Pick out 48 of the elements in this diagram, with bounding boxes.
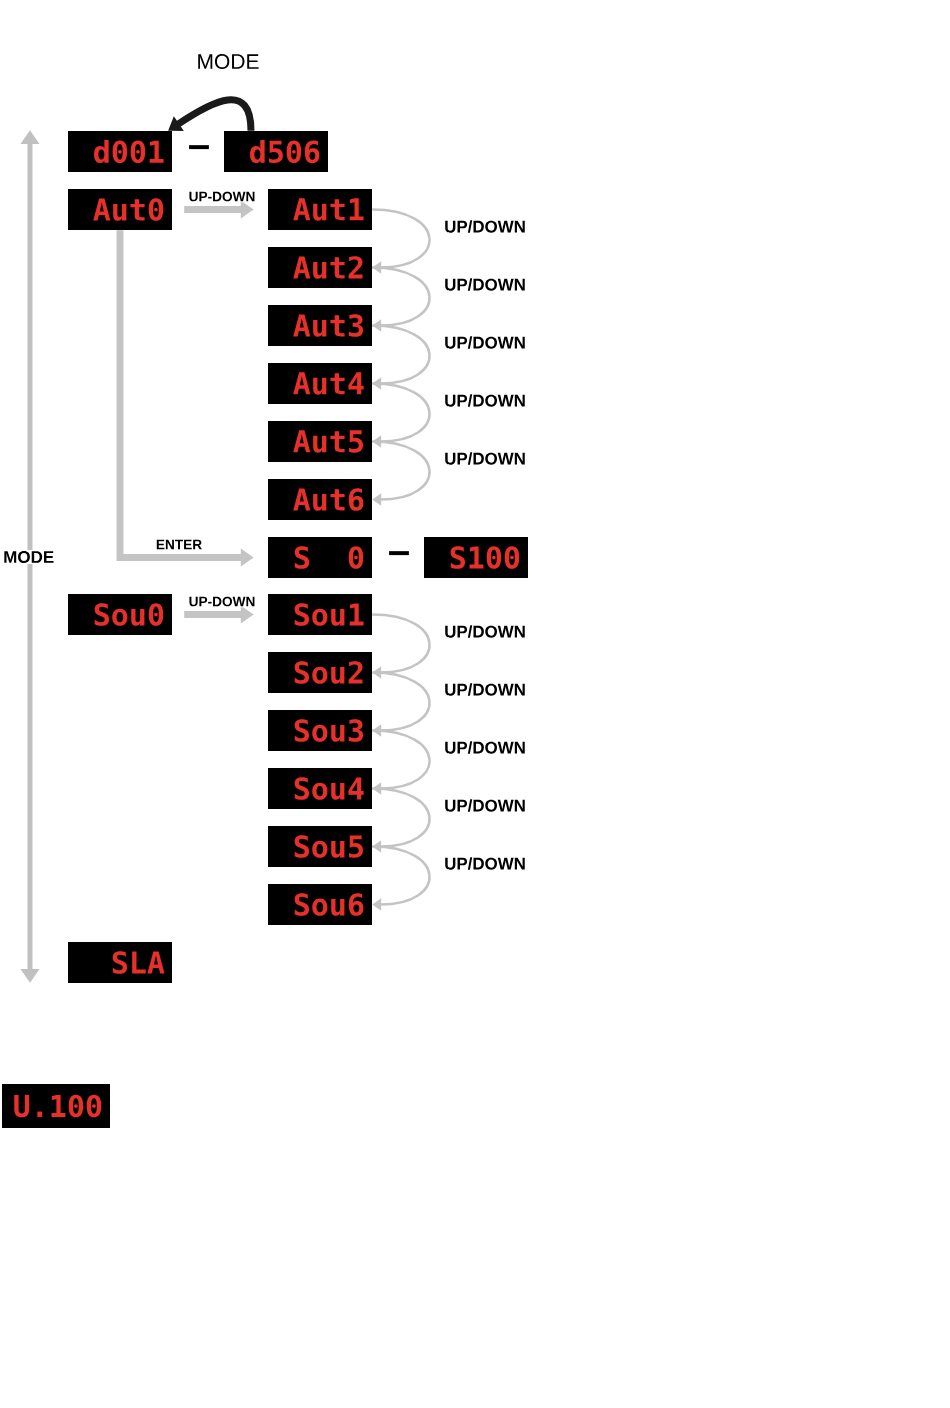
led-display: d001 [68, 131, 172, 172]
arrow [372, 613, 431, 679]
arrow [372, 208, 431, 274]
led-display: Aut1 [268, 189, 372, 230]
edge-label: UP/DOWN [443, 335, 527, 350]
led-display: Aut6 [268, 479, 372, 520]
mode-label: MODE [2, 550, 56, 565]
led-display: Sou6 [268, 884, 372, 925]
arrow [372, 671, 431, 737]
led-display: Aut0 [68, 189, 172, 230]
led-display: SLA [68, 942, 172, 983]
edge-label: UP/DOWN [443, 740, 527, 755]
range-dash: – [189, 145, 209, 150]
led-display: Sou2 [268, 652, 372, 693]
edge-label: ENTER [154, 538, 204, 551]
led-display: Sou4 [268, 768, 372, 809]
edge-label: UP/DOWN [443, 624, 527, 639]
edge-label: UP/DOWN [443, 856, 527, 871]
arrow [372, 440, 431, 506]
edge-label: UP/DOWN [443, 682, 527, 697]
edge-label: UP-DOWN [187, 190, 257, 203]
arrow [372, 845, 431, 911]
edge-label: MODE [195, 53, 261, 70]
led-display: Aut5 [268, 421, 372, 462]
led-display: Aut4 [268, 363, 372, 404]
edge-label: UP/DOWN [443, 277, 527, 292]
led-display: Sou0 [68, 594, 172, 635]
arrow [168, 96, 255, 132]
edge-label: UP/DOWN [443, 798, 527, 813]
range-dash: – [389, 551, 409, 556]
edge-label: UP/DOWN [443, 219, 527, 234]
led-display: Aut3 [268, 305, 372, 346]
led-display: Sou5 [268, 826, 372, 867]
led-display: Sou3 [268, 710, 372, 751]
led-display: S 0 [268, 537, 372, 578]
led-display: U.100 [2, 1084, 110, 1128]
led-display: Aut2 [268, 247, 372, 288]
led-display: Sou1 [268, 594, 372, 635]
arrow [372, 382, 431, 448]
arrow [372, 729, 431, 795]
edge-label: UP-DOWN [187, 595, 257, 608]
arrow [372, 787, 431, 853]
edge-label: UP/DOWN [443, 393, 527, 408]
arrow [372, 324, 431, 390]
arrow [372, 266, 431, 332]
led-display: d506 [224, 131, 328, 172]
edge-label: UP/DOWN [443, 451, 527, 466]
led-display: S100 [424, 537, 528, 578]
